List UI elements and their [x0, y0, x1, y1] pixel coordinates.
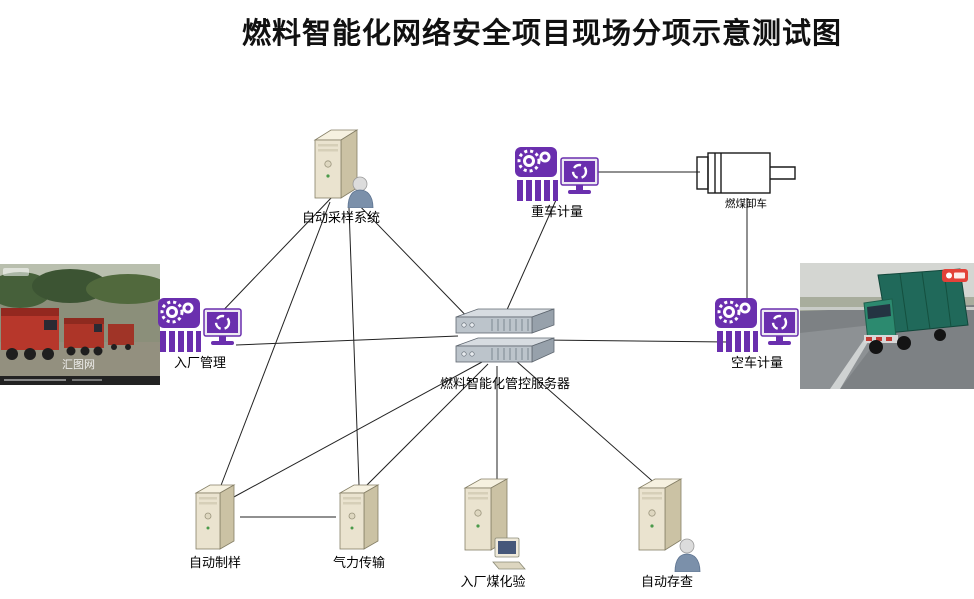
node-label: 重车计量: [530, 204, 583, 219]
server-tower-icon: [338, 484, 380, 550]
desktop-computer-icon: [492, 537, 526, 570]
gate-controller-icon: [715, 298, 758, 352]
photo-empty-truck: [800, 263, 974, 389]
monitor-icon: [203, 308, 242, 345]
node-label: 自动制样: [189, 555, 242, 570]
edge-server-pneumatic: [365, 363, 489, 487]
weighbridge-terminal-icon: [515, 147, 599, 201]
node-heavy-truck-weighing: 重车计量: [514, 146, 600, 219]
diagram-title: 燃料智能化网络安全项目现场分项示意测试图: [241, 18, 842, 50]
edge-server-sampleprep: [231, 361, 483, 499]
node-empty-truck-weighing: 空车计量: [714, 297, 800, 370]
unloader-schematic-icon: [696, 152, 796, 194]
photo-watermark: 汇图网: [62, 358, 95, 371]
node-label: 入厂煤化验: [460, 574, 526, 589]
photo-logo-badge: [942, 269, 968, 282]
node-label: 燃料智能化管控服务器: [440, 376, 571, 391]
node-auto-sample-prep: 自动制样: [189, 481, 241, 570]
edge-sampling-server: [351, 197, 479, 329]
edge-heavy-server: [505, 199, 557, 313]
monitor-icon: [760, 308, 799, 345]
node-label: 自动存查: [640, 574, 693, 589]
edge-empty-server: [541, 339, 729, 343]
gate-controller-icon: [515, 147, 558, 201]
node-auto-sampling-system: 自动采样系统: [302, 126, 380, 225]
person-icon: [347, 176, 374, 208]
node-label: 气力传输: [333, 555, 386, 570]
green-truck: [863, 268, 969, 354]
person-icon: [674, 538, 701, 572]
edge-sampling-pneumatic: [348, 207, 360, 486]
photo-loaded-trucks: 汇图网: [0, 264, 160, 385]
server-tower-with-person-icon: [637, 478, 701, 572]
edge-sampling-entry: [213, 195, 334, 321]
server-tower-icon: [194, 484, 236, 550]
node-control-server: 燃料智能化管控服务器: [440, 306, 570, 391]
edge-entry-server: [235, 335, 459, 346]
node-incoming-coal-test: 入厂煤化验: [459, 476, 527, 589]
weighbridge-terminal-icon: [715, 298, 799, 352]
node-label: 空车计量: [730, 355, 783, 370]
monitor-icon: [560, 157, 599, 194]
node-label: 燃煤卸车: [725, 198, 767, 210]
gate-controller-icon: [158, 298, 201, 352]
node-pneumatic-transmission: 气力传输: [333, 481, 385, 570]
truck-silhouettes: [1, 308, 134, 360]
node-coal-unloading: 燃煤卸车: [696, 150, 796, 211]
node-auto-storage-check: 自动存查: [633, 476, 701, 589]
node-label: 自动采样系统: [302, 210, 381, 225]
edge-sampling-sampleprep: [219, 201, 331, 489]
server-tower-with-pc-icon: [463, 478, 526, 570]
server-tower-with-person-icon: [313, 129, 374, 208]
node-label: 入厂管理: [173, 355, 226, 370]
node-entry-management: 入厂管理: [157, 297, 243, 370]
rack-server-icon: [455, 308, 555, 363]
edge-server-storage: [514, 359, 659, 487]
weighbridge-terminal-icon: [158, 298, 242, 352]
